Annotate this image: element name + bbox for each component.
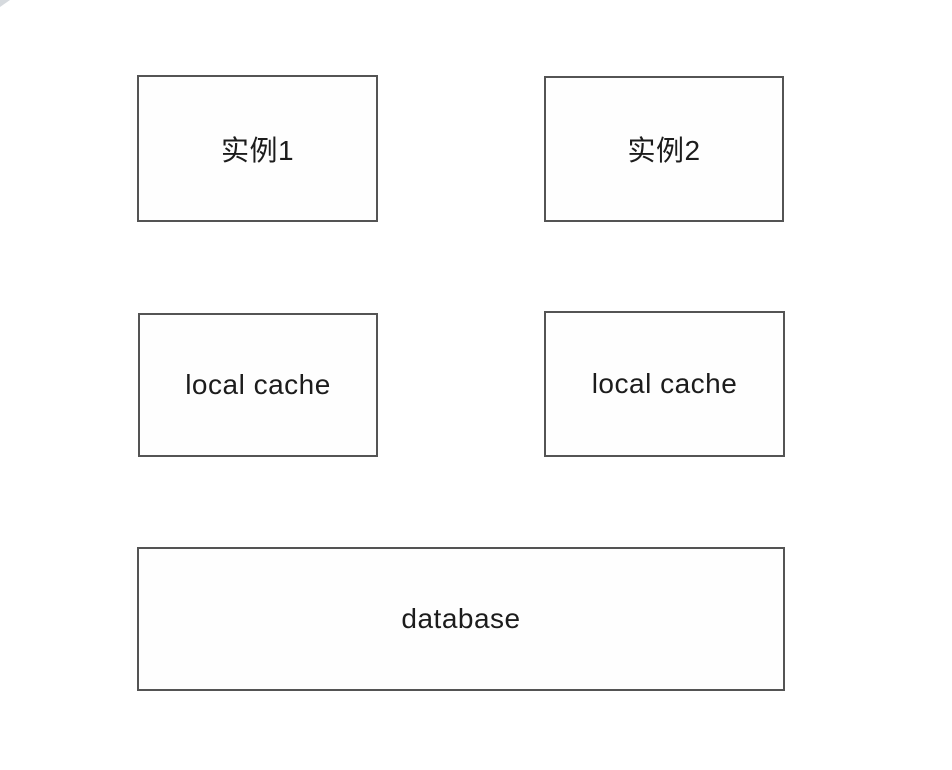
node-local-cache-1-label: local cache [185,369,331,400]
node-local-cache-2-label: local cache [591,368,738,399]
node-database: database [137,547,785,691]
node-database-label: database [401,603,521,634]
node-instance-2-label: 实例2 [627,135,701,166]
corner-smudge-mark [0,0,10,7]
node-instance-2: 实例2 [544,76,784,222]
node-instance-1-label: 实例1 [220,134,295,166]
node-local-cache-2: local cache [544,311,785,457]
node-instance-1: 实例1 [137,75,378,222]
node-local-cache-1: local cache [138,313,378,457]
